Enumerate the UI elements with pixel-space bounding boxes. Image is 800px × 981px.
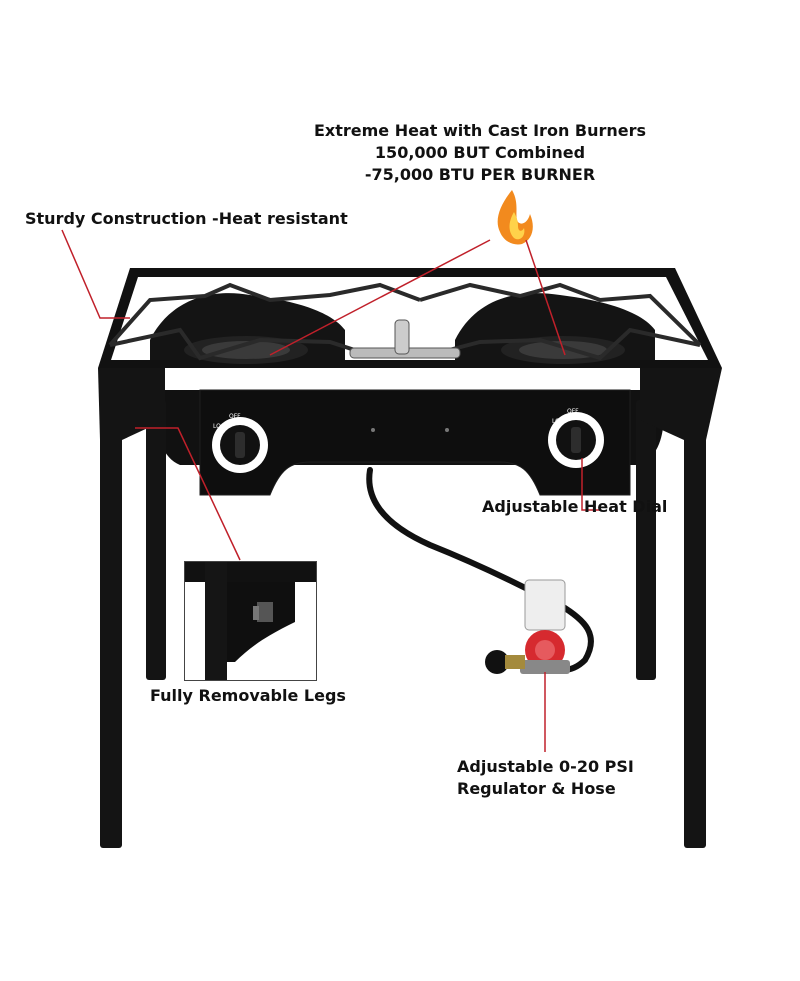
left-knob-off-label: OFF [229,413,241,420]
right-knob[interactable] [548,412,604,468]
heat-callout: Extreme Heat with Cast Iron Burners 150,… [300,120,660,186]
callout-lines [61,229,600,752]
heat-line-2: 150,000 BUT Combined [374,143,586,162]
heat-line-3: -75,000 BTU PER BURNER [364,165,596,184]
left-knob[interactable] [212,417,268,473]
left-knob-lo-label: LO [213,423,221,430]
dial-callout: Adjustable Heat Dial [482,497,668,516]
regulator-line-2: Regulator & Hose [457,779,616,798]
heat-line-1: Extreme Heat with Cast Iron Burners [313,121,647,140]
removable-leg-inset [184,561,317,681]
pot-support-grate [108,282,702,361]
right-knob-off-label: OFF [567,408,579,415]
control-panel [155,389,664,496]
leg-detail-illustration [185,562,316,680]
regulator-line-1: Adjustable 0-20 PSI [457,757,634,776]
left-burner [150,293,345,364]
stove-legs [98,368,722,848]
gas-manifold [349,319,461,359]
right-knob-lo-label: LO [552,418,560,425]
regulator-callout: Adjustable 0-20 PSI Regulator & Hose [457,756,634,800]
legs-callout: Fully Removable Legs [150,686,346,705]
pressure-regulator [485,579,570,674]
sturdy-callout: Sturdy Construction -Heat resistant [25,209,348,228]
flame-icon [497,190,533,245]
